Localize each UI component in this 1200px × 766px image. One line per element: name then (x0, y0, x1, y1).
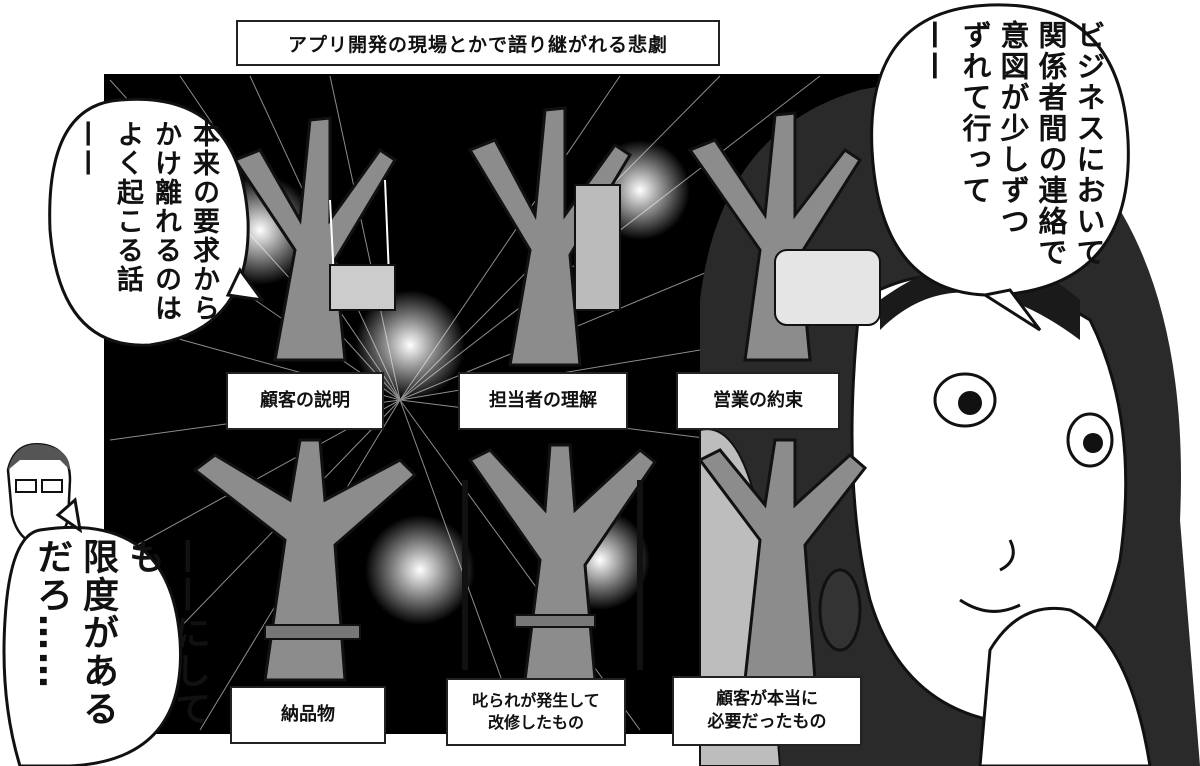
bubble-line: だろ…… (31, 538, 72, 690)
bubble-line: 本来の要求から (188, 120, 219, 323)
speech-bubble-right-tail (981, 288, 1042, 332)
label-customer-explanation: 顧客の説明 (226, 372, 384, 430)
tree-staff-understanding (467, 106, 633, 367)
bubble-line: 意図が少しずつ (996, 20, 1030, 237)
label-deliverable: 納品物 (230, 686, 386, 744)
speech-text-left: 本来の要求から かけ離れるのは よく起こる話 —— (70, 120, 222, 340)
speech-text-bottom: ——にしても 限度がある だろ…… (28, 538, 212, 760)
tire-swing (818, 568, 862, 652)
label-sales-promise: 営業の約束 (676, 372, 840, 430)
label-text-line2: 必要だったもの (707, 712, 827, 732)
speech-bubble-bottom (2, 525, 183, 766)
label-text-line2: 改修したもの (487, 713, 584, 732)
bubble-line: —— (74, 120, 105, 178)
hand (978, 606, 1152, 766)
bubble-line: 限度がある (77, 538, 118, 728)
bubble-line: ビジネスにおいて (1072, 20, 1106, 268)
tree-scolded-fix (462, 443, 658, 682)
speech-bubble-bottom-tail (55, 497, 83, 534)
bubble-line: 関係者間の連絡で (1034, 20, 1068, 268)
tree-actually-needed (697, 438, 868, 682)
speech-bubble-left-tail (225, 267, 266, 303)
bubble-line: よく起こる話 (112, 120, 143, 294)
label-text-line1: 顧客が本当に (716, 689, 818, 710)
bubble-line: かけ離れるのは (150, 120, 181, 323)
label-text-line1: 叱られが発生して (472, 691, 600, 711)
label-text: 担当者の理解 (489, 389, 597, 411)
label-text: 納品物 (281, 703, 335, 725)
tree-deliverable (192, 438, 418, 682)
label-scolded-fix: 叱られが発生して 改修したもの (446, 678, 626, 746)
tree-sales-promise (687, 111, 881, 362)
bubble-line: —— (920, 20, 954, 82)
sparkle-burst (365, 515, 475, 625)
speech-text-right: ビジネスにおいて 関係者間の連絡で 意図が少しずつ ずれて行って —— (918, 20, 1108, 290)
label-staff-understanding: 担当者の理解 (458, 372, 628, 430)
caption-box: アプリ開発の現場とかで語り継がれる悲劇 (236, 20, 720, 66)
speech-bubble-left (48, 97, 250, 347)
label-actually-needed: 顧客が本当に 必要だったもの (672, 676, 862, 746)
label-text: 営業の約束 (713, 389, 803, 411)
bubble-line: ——にしても (123, 538, 210, 728)
bubble-line: ずれて行って (958, 20, 992, 206)
tree-customer-explanation (232, 116, 398, 362)
label-text: 顧客の説明 (260, 389, 350, 411)
